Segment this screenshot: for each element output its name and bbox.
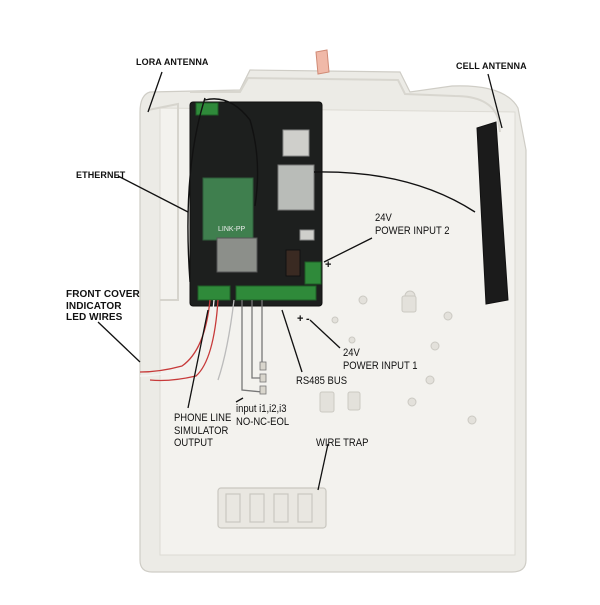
enclosure-top-ridge — [190, 76, 501, 133]
wire-trap-label: WIRE TRAP — [316, 437, 369, 449]
phone-line-label: PHONE LINE SIMULATOR OUTPUT — [174, 412, 231, 450]
front-cover-line-3: LED WIRES — [66, 312, 123, 323]
pcb-minus-sign: - — [306, 313, 310, 325]
leader-lines — [97, 71, 503, 491]
lora-antenna-wire — [187, 97, 206, 283]
inputs-line-2: NO-NC-EOL — [236, 415, 290, 428]
side-terminal — [304, 261, 322, 285]
front-cover-line-1: FRONT COVER — [66, 289, 140, 300]
sim-holder — [282, 129, 310, 157]
lora-cable — [204, 98, 259, 207]
mounting-bosses — [319, 290, 477, 425]
bottom-terminal-left — [197, 285, 231, 301]
wire-trap — [217, 487, 327, 529]
ethernet-module — [202, 177, 254, 241]
pcb-plus-sign: + — [297, 313, 303, 325]
cell-antenna — [476, 121, 509, 305]
inputs-line-1: input i1,i2,i3 — [236, 403, 287, 415]
ethernet-jack — [216, 237, 258, 273]
power-input-2-line-1: 24V — [375, 212, 392, 224]
power-input-1-line-1: 24V — [343, 347, 360, 359]
inputs-label: input i1,i2,i3 NO-NC-EOL — [236, 403, 289, 428]
usb-connector — [299, 229, 315, 241]
front-cover-led-label: FRONT COVER INDICATOR LED WIRES — [66, 289, 140, 324]
side-plus-sign: + — [325, 259, 331, 271]
power-input-2-label: 24V POWER INPUT 2 — [375, 212, 449, 237]
bottom-terminal-right — [235, 285, 317, 301]
power-input-2-line-2: POWER INPUT 2 — [375, 224, 450, 237]
chip-module — [277, 164, 315, 211]
front-cover-line-2: INDICATOR — [66, 300, 122, 312]
rs485-bus-label: RS485 BUS — [296, 375, 348, 387]
power-input-1-line-2: POWER INPUT 1 — [343, 359, 418, 372]
capacitor — [285, 249, 301, 277]
power-input-1-label: 24V POWER INPUT 1 — [343, 347, 417, 372]
enclosure-left-rail — [147, 102, 179, 301]
chip-label-text: LINK-PP — [218, 226, 246, 233]
phone-line-line-1: PHONE LINE — [174, 412, 232, 424]
cell-antenna-label: CELL ANTENNA — [456, 61, 527, 71]
sim-card — [315, 49, 330, 75]
top-terminal — [195, 102, 219, 116]
phone-line-line-3: OUTPUT — [174, 437, 213, 450]
red-wire — [139, 299, 211, 373]
phone-line-line-2: SIMULATOR — [174, 424, 229, 437]
ethernet-label: ETHERNET — [76, 170, 126, 180]
eol-resistors — [259, 361, 267, 395]
cell-cable — [313, 171, 476, 213]
lora-antenna-label: LORA ANTENNA — [136, 57, 209, 67]
